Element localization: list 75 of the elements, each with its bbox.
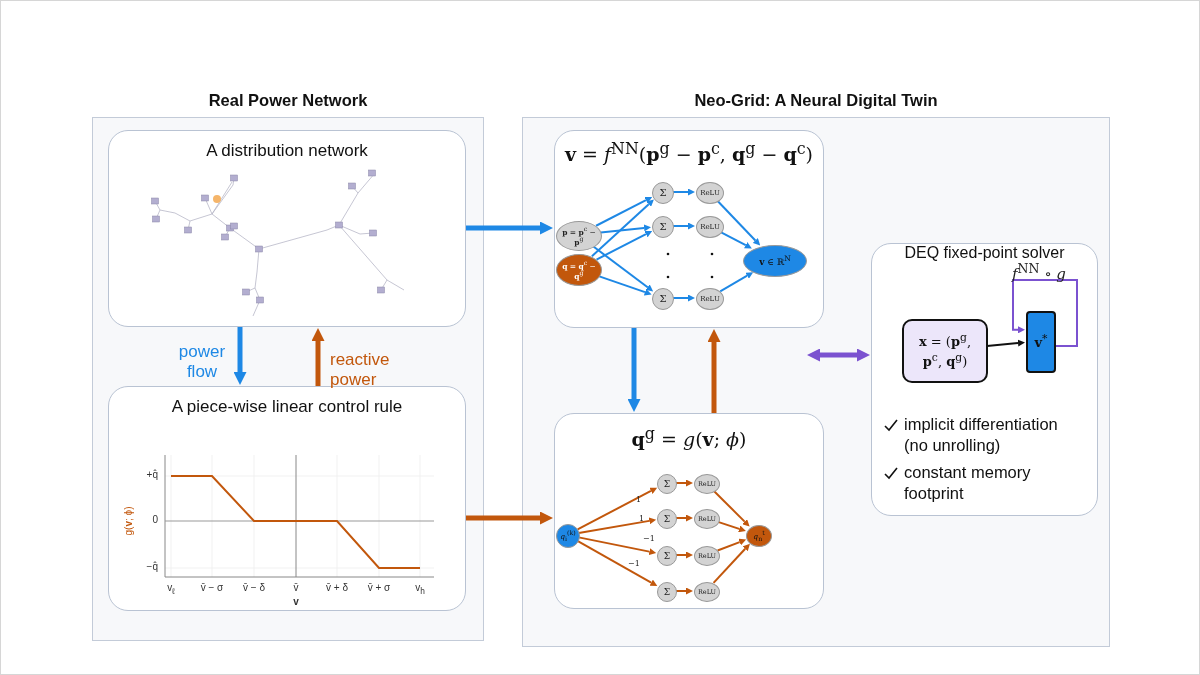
arrow xyxy=(675,587,693,595)
arrow xyxy=(627,328,641,412)
arrow xyxy=(707,329,721,413)
neuron-node: v ∈ ℝ$^{N}$ xyxy=(743,245,807,277)
card xyxy=(108,130,466,327)
axis-title: v xyxy=(293,596,299,607)
arrow xyxy=(716,199,761,246)
neuron-node: Σ xyxy=(652,182,674,204)
tick-label: v$_{ℓ}$ xyxy=(167,582,175,596)
arrow xyxy=(675,479,693,487)
arrow xyxy=(672,188,695,196)
edge-label: 1 xyxy=(636,495,642,505)
tick-label: 0 xyxy=(152,514,158,525)
arrow xyxy=(986,339,1025,347)
arrow xyxy=(712,489,750,527)
neuron-node: Σ xyxy=(652,216,674,238)
arrow xyxy=(592,245,654,292)
tick-label: v̄ + δ xyxy=(326,582,348,593)
arrow xyxy=(466,511,553,525)
arrow xyxy=(590,199,654,258)
edge-label: reactive power xyxy=(330,350,391,391)
neuron-node: Σ xyxy=(657,474,677,494)
checklist-item: implicit differentiation (no unrolling) xyxy=(904,414,1059,457)
axis-title: g(v; ϕ) xyxy=(122,506,134,536)
neuron-node: Σ xyxy=(652,288,674,310)
arrow xyxy=(716,538,747,552)
tick-label: v̄ xyxy=(293,582,299,593)
neuron-node: Σ xyxy=(657,509,677,529)
arrow xyxy=(595,231,653,261)
arrow xyxy=(719,272,754,293)
edge-label: power flow xyxy=(177,342,227,383)
card xyxy=(554,130,824,328)
card-heading: DEQ fixed-point solver xyxy=(903,244,1066,262)
tick-label: v̄ − δ xyxy=(243,582,265,593)
tick-label: v̄ − σ xyxy=(200,582,224,593)
tick-label: v̄ + σ xyxy=(367,582,391,593)
arrow xyxy=(233,327,247,385)
panel-heading: Neo-Grid: A Neural Digital Twin xyxy=(693,91,939,110)
card-heading: A distribution network xyxy=(205,141,369,161)
tick-label: +q̂ xyxy=(146,469,158,480)
edge-label: f$^{NN}$ ∘ g xyxy=(1012,263,1066,282)
formula-heading: q$^{g}$ = g(v; ϕ) xyxy=(630,424,748,451)
arrow xyxy=(672,294,695,302)
arrow xyxy=(675,551,693,559)
formula-heading: v = f$^{NN}$(p$^{g}$ − p$^{c}$, q$^{g}$ − q$^{c}$) xyxy=(563,139,814,166)
arrow xyxy=(597,275,652,296)
tick-label: v$_{h}$ xyxy=(415,582,425,596)
neuron-node: Σ xyxy=(657,582,677,602)
card xyxy=(108,386,466,611)
checklist-item: constant memory footprint xyxy=(904,462,1032,505)
arrow xyxy=(1012,279,1078,347)
arrow xyxy=(712,543,750,584)
arrow xyxy=(311,328,325,386)
arrow xyxy=(576,487,658,531)
edge-label: −1 xyxy=(643,534,655,544)
card-heading: A piece-wise linear control rule xyxy=(170,397,404,417)
card xyxy=(871,243,1098,516)
output-box: v$^{*}$ xyxy=(1026,311,1056,373)
input-box: x = (p$^{g}$, p$^{c}$, q$^{g}$) xyxy=(902,319,988,383)
edge-label: −1 xyxy=(628,559,640,569)
arrow xyxy=(595,197,653,227)
arrow xyxy=(577,517,657,534)
neuron-node: Σ xyxy=(657,546,677,566)
tick-label: −q̂ xyxy=(146,561,158,572)
arrow xyxy=(807,348,870,362)
arrow xyxy=(675,514,693,522)
arrow xyxy=(599,224,652,234)
arrow xyxy=(719,231,752,249)
card xyxy=(554,413,824,609)
arrow xyxy=(672,222,695,230)
arrow xyxy=(466,221,553,235)
panel-heading: Real Power Network xyxy=(207,91,369,110)
arrow xyxy=(576,539,658,587)
arrow xyxy=(577,536,657,556)
edge-label: 1 xyxy=(639,514,645,524)
